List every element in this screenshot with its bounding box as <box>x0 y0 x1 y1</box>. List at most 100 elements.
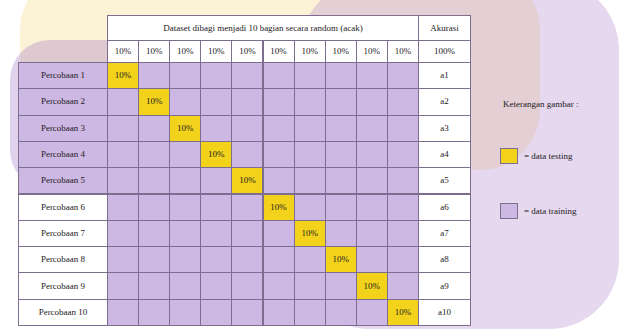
training-cell <box>325 167 357 194</box>
table-cell: 10% <box>107 40 139 63</box>
training-cell <box>231 299 263 326</box>
cell-text: Percobaan 2 <box>41 97 85 106</box>
training-cell <box>263 220 295 247</box>
row-label: Percobaan 5 <box>18 167 108 194</box>
training-cell <box>169 220 201 247</box>
row-label: Percobaan 1 <box>18 62 108 89</box>
cell-text: 10% <box>301 47 318 56</box>
training-cell <box>107 115 139 142</box>
watermark-shape <box>240 70 420 200</box>
cell-text: a7 <box>440 229 449 238</box>
legend-text: = data testing <box>524 152 573 161</box>
training-cell <box>200 62 232 89</box>
training-cell <box>387 220 419 247</box>
training-cell <box>200 115 232 142</box>
accuracy-cell: a2 <box>418 88 471 115</box>
training-cell <box>387 246 419 273</box>
training-cell <box>231 88 263 115</box>
cell-text: 10% <box>146 47 163 56</box>
cell-text: 10% <box>364 47 381 56</box>
training-cell <box>107 246 139 273</box>
training-cell <box>200 272 232 299</box>
training-cell <box>325 299 357 326</box>
table-cell: 100% <box>418 40 471 63</box>
training-cell <box>294 194 326 221</box>
cell-text: 10% <box>332 47 349 56</box>
training-cell <box>356 88 388 115</box>
training-cell <box>138 194 170 221</box>
training-cell <box>294 272 326 299</box>
training-cell <box>294 299 326 326</box>
training-cell <box>231 115 263 142</box>
accuracy-cell: a1 <box>418 62 471 89</box>
table-cell: 10% <box>263 40 295 63</box>
training-cell <box>231 62 263 89</box>
cell-text: Percobaan 8 <box>41 255 85 264</box>
cell-text: Percobaan 5 <box>41 176 85 185</box>
cell-text: a8 <box>440 255 449 264</box>
legend-title: Keterangan gambar : <box>503 100 578 109</box>
cell-text: Percobaan 1 <box>41 71 85 80</box>
cell-text: 10% <box>208 150 225 159</box>
training-cell <box>107 299 139 326</box>
cell-text: 10% <box>239 176 256 185</box>
training-cell <box>138 167 170 194</box>
cell-text: 10% <box>239 47 256 56</box>
training-cell <box>138 220 170 247</box>
accuracy-cell: a5 <box>418 167 471 194</box>
training-cell <box>325 194 357 221</box>
cell-text: 10% <box>395 47 412 56</box>
training-cell <box>387 167 419 194</box>
cell-text: Percobaan 9 <box>41 282 85 291</box>
training-cell <box>138 299 170 326</box>
training-cell <box>263 141 295 168</box>
training-cell <box>356 115 388 142</box>
testing-cell: 10% <box>200 141 232 168</box>
row-label: Percobaan 3 <box>18 115 108 142</box>
table-header: Dataset dibagi menjadi 10 bagian secara … <box>107 15 419 41</box>
training-cell <box>169 194 201 221</box>
table-cell: 10% <box>200 40 232 63</box>
training-cell <box>231 246 263 273</box>
accuracy-cell: a10 <box>418 299 471 326</box>
training-cell <box>294 88 326 115</box>
legend-text: = data training <box>524 207 577 216</box>
training-cell <box>231 141 263 168</box>
row-label: Percobaan 4 <box>18 141 108 168</box>
accuracy-cell: a3 <box>418 115 471 142</box>
training-cell <box>200 88 232 115</box>
training-cell <box>356 220 388 247</box>
cell-text: 100% <box>434 47 455 56</box>
training-cell <box>356 299 388 326</box>
accuracy-cell: a7 <box>418 220 471 247</box>
cell-text: 10% <box>146 97 163 106</box>
testing-cell: 10% <box>294 220 326 247</box>
training-cell <box>263 88 295 115</box>
training-cell <box>294 115 326 142</box>
row-label: Percobaan 8 <box>18 246 108 273</box>
training-cell <box>169 141 201 168</box>
cell-text: 10% <box>301 229 318 238</box>
training-cell <box>263 167 295 194</box>
training-cell <box>107 88 139 115</box>
watermark-shape <box>175 100 435 280</box>
training-cell <box>200 167 232 194</box>
training-cell <box>356 167 388 194</box>
training-cell <box>387 88 419 115</box>
cell-text: 10% <box>332 255 349 264</box>
testing-cell: 10% <box>231 167 263 194</box>
cell-text: a10 <box>438 308 451 317</box>
training-cell <box>294 62 326 89</box>
training-cell <box>263 115 295 142</box>
training-cell <box>231 194 263 221</box>
table-cell: 10% <box>387 40 419 63</box>
training-cell <box>356 141 388 168</box>
training-cell <box>263 299 295 326</box>
training-cell <box>263 272 295 299</box>
cell-text: a9 <box>440 282 449 291</box>
testing-cell: 10% <box>356 272 388 299</box>
training-cell <box>325 115 357 142</box>
testing-cell: 10% <box>325 246 357 273</box>
training-cell <box>169 88 201 115</box>
